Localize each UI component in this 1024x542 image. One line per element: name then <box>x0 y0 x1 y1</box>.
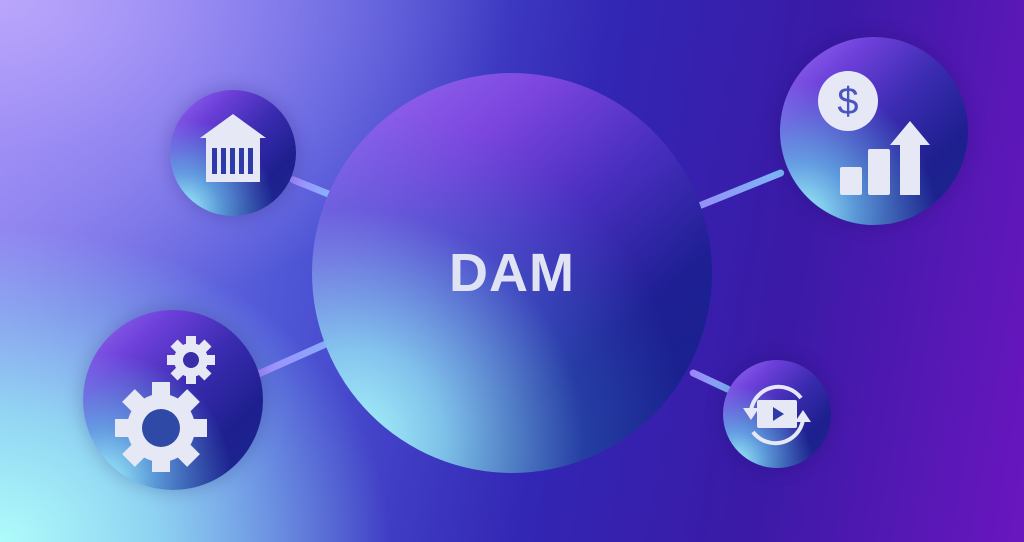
dollar-growth-chart-icon: $ <box>818 71 930 195</box>
connector-media-sync <box>688 368 733 394</box>
node-finance: $ <box>780 37 968 225</box>
dam-hub: DAM <box>312 73 712 473</box>
svg-text:$: $ <box>837 81 858 123</box>
node-institution <box>170 90 296 216</box>
node-media-sync <box>723 360 831 468</box>
video-sync-icon <box>743 384 811 446</box>
node-settings <box>83 310 263 490</box>
gears-icon <box>115 336 215 472</box>
bank-building-icon <box>200 114 266 182</box>
hub-label: DAM <box>449 243 575 303</box>
